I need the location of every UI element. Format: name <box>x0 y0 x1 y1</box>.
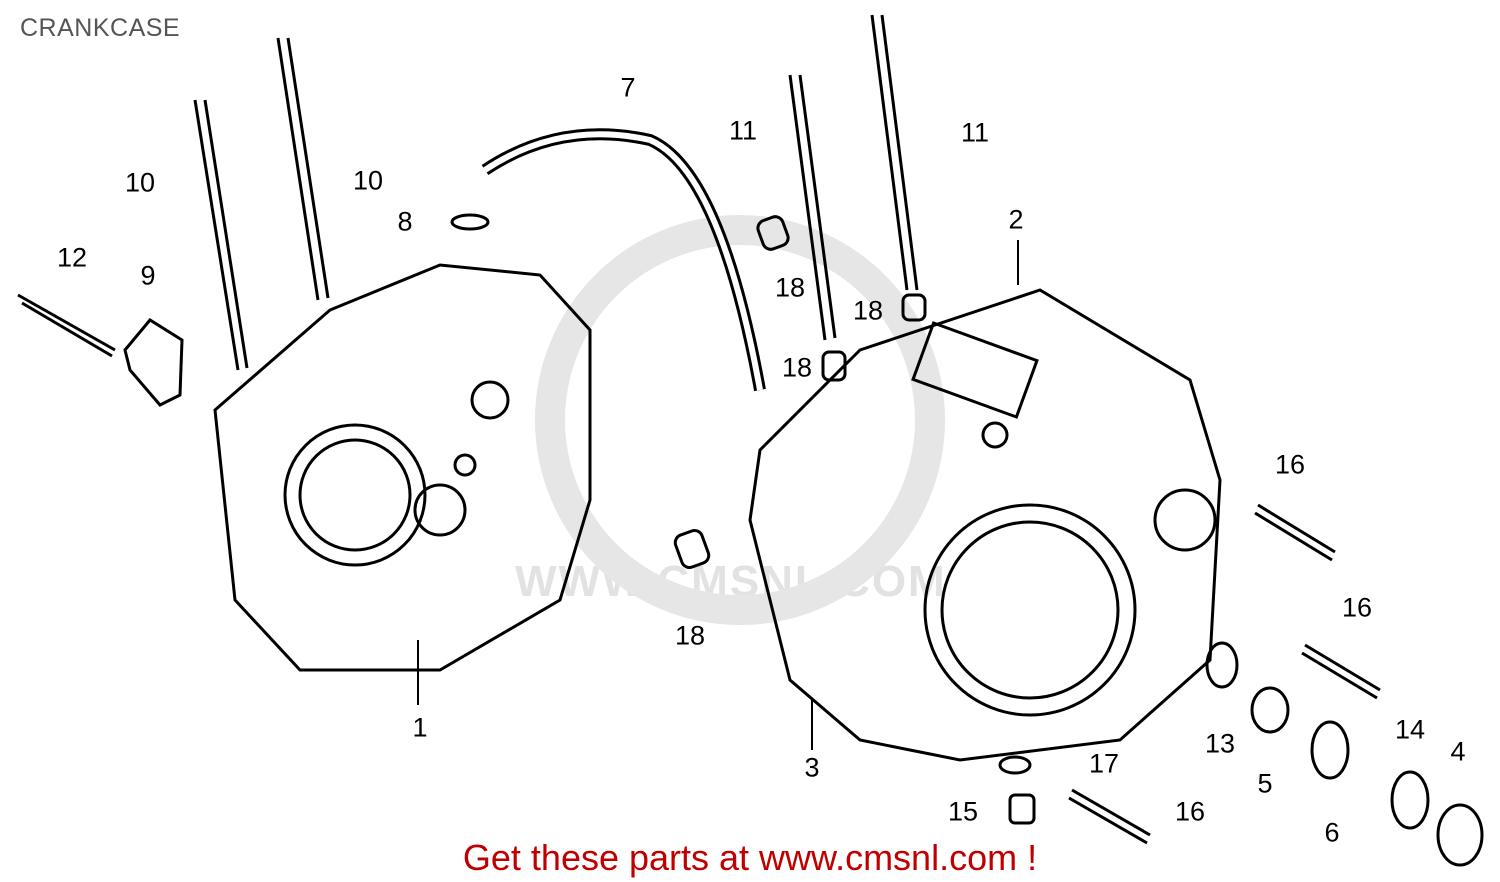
left-crankcase-half-1 <box>213 263 592 705</box>
bracket-9 <box>123 318 184 407</box>
callout-10: 10 <box>124 167 156 198</box>
stud-bolt-10 <box>276 37 330 301</box>
dowel-pin-18 <box>901 293 927 322</box>
callout-8: 8 <box>397 206 413 237</box>
callout-16: 16 <box>1274 449 1306 480</box>
bolt-16 <box>1068 788 1151 845</box>
clip-8 <box>450 213 490 231</box>
callout-12: 12 <box>56 242 88 273</box>
callout-11: 11 <box>728 115 758 146</box>
callout-17: 17 <box>1088 748 1120 779</box>
callout-18: 18 <box>774 272 806 303</box>
stud-bolt-11 <box>788 74 837 341</box>
callout-6: 6 <box>1324 817 1340 848</box>
callout-16: 16 <box>1174 796 1206 827</box>
callout-2: 2 <box>1008 204 1024 235</box>
washer-17 <box>998 755 1032 775</box>
callout-9: 9 <box>140 260 156 291</box>
bolt-16 <box>1301 643 1381 700</box>
get-parts-link[interactable]: Get these parts at www.cmsnl.com ! <box>462 837 1038 878</box>
callout-18: 18 <box>781 352 813 383</box>
callout-3: 3 <box>804 752 820 783</box>
dowel-pin-18 <box>756 215 790 251</box>
diagram-title: CRANKCASE <box>20 14 181 42</box>
drain-cap-4 <box>1436 803 1484 867</box>
callout-7: 7 <box>620 72 636 103</box>
callout-14: 14 <box>1394 714 1426 745</box>
callout-5: 5 <box>1257 768 1273 799</box>
watermark-logo <box>535 215 945 625</box>
callout-4: 4 <box>1450 736 1466 767</box>
dowel-pin-18 <box>673 528 711 570</box>
dowel-pin-18 <box>821 350 847 382</box>
oil-seal-13 <box>1205 641 1239 689</box>
spring-5 <box>1250 686 1290 734</box>
o-ring-14 <box>1390 770 1430 830</box>
bolt-12 <box>17 293 116 358</box>
callout-11: 11 <box>960 117 990 148</box>
callout-1: 1 <box>412 712 428 743</box>
callout-18: 18 <box>852 295 884 326</box>
stud-bolt-10 <box>193 99 249 371</box>
bolt-16 <box>1254 503 1336 562</box>
callout-16: 16 <box>1341 592 1373 623</box>
stud-bolt-11 <box>870 14 919 291</box>
callout-18: 18 <box>674 620 706 651</box>
screen-6 <box>1310 720 1350 780</box>
callout-13: 13 <box>1204 728 1236 759</box>
callout-10: 10 <box>352 165 384 196</box>
drain-bolt-15 <box>1008 793 1036 825</box>
callout-15: 15 <box>947 796 979 827</box>
right-crankcase-half-2-3 <box>748 240 1222 762</box>
